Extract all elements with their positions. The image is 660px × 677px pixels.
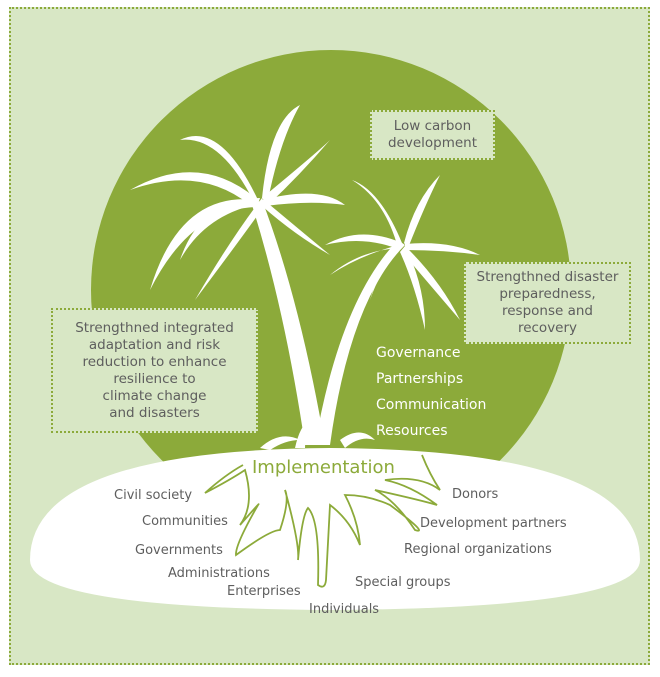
actor-civil-society: Civil society <box>114 488 193 503</box>
goal-adaptation-resilience: Strengthned integrated adaptation and ri… <box>51 308 258 433</box>
goal-disaster-preparedness: Strengthned disaster preparedness, respo… <box>464 262 631 344</box>
actor-communities: Communities <box>142 514 228 529</box>
enabler-resources: Resources <box>376 423 448 439</box>
enabler-communication: Communication <box>376 397 487 413</box>
actor-enterprises: Enterprises <box>227 584 301 599</box>
actor-governments: Governments <box>135 543 223 558</box>
island-ellipse <box>30 448 640 610</box>
enabler-governance: Governance <box>376 345 461 361</box>
roots-icon <box>204 454 441 588</box>
actor-donors: Donors <box>452 487 499 502</box>
actor-special-groups: Special groups <box>355 575 451 590</box>
palm-tree-small-icon <box>315 175 480 445</box>
actor-regional-organizations: Regional organizations <box>404 542 552 557</box>
enabler-partnerships: Partnerships <box>376 371 464 387</box>
actor-individuals: Individuals <box>309 602 380 617</box>
actor-administrations: Administrations <box>168 566 270 581</box>
goal-low-carbon: Low carbon development <box>370 110 495 160</box>
palm-tree-large-icon <box>130 105 345 445</box>
grass-tuft-icon <box>260 420 375 450</box>
implementation-title: Implementation <box>252 457 395 478</box>
actor-development-partners: Development partners <box>420 516 567 531</box>
